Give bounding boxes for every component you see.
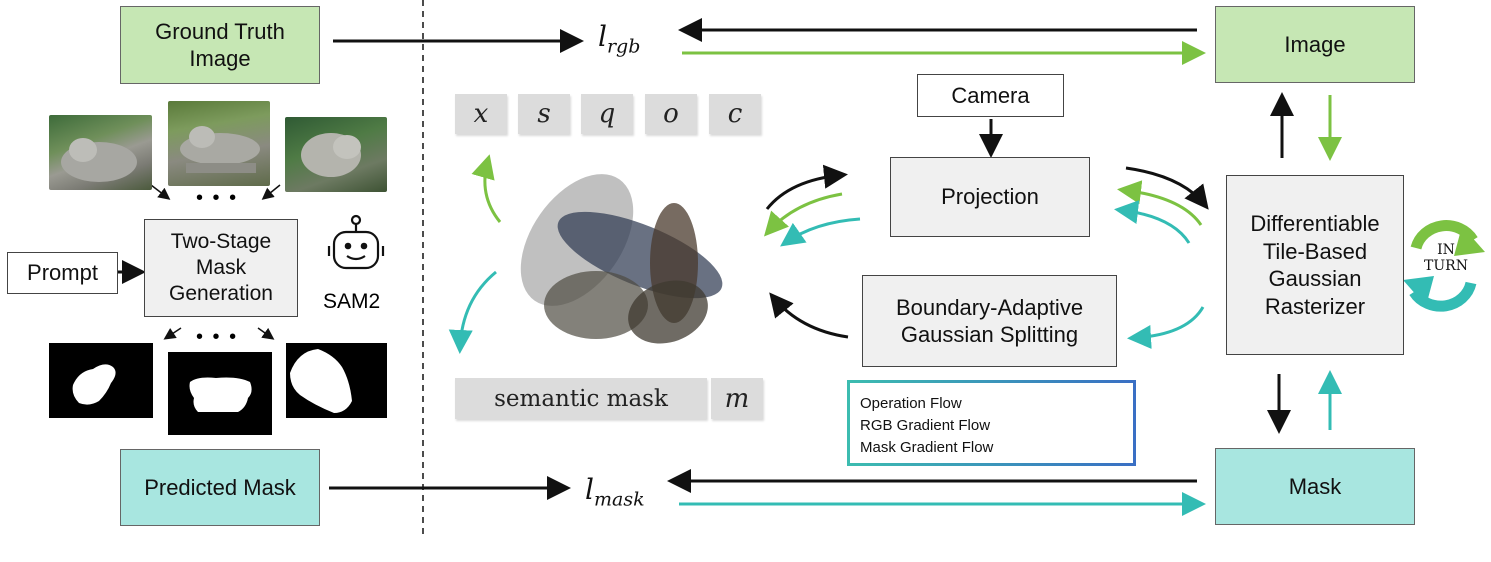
mask-image-2 (168, 352, 272, 435)
loss-rgb-base: l (598, 20, 607, 53)
legend-operation-label: Operation Flow (860, 395, 962, 412)
statue-photo-3 (285, 117, 387, 192)
projection-box: Projection (890, 157, 1090, 237)
rasterizer-box: Differentiable Tile-Based Gaussian Raste… (1226, 175, 1404, 355)
arrow-projection-to-raster (1125, 166, 1209, 210)
gaussian-ellipses (520, 174, 723, 344)
attribute-o: o (645, 94, 697, 134)
prompt-box: Prompt (7, 252, 118, 294)
arrow-projection-to-gaussians-green (763, 192, 843, 237)
mask-image-3 (286, 343, 387, 418)
legend-mask-label: Mask Gradient Flow (860, 439, 994, 456)
boundary-adaptive-splitting-box: Boundary-Adaptive Gaussian Splitting (862, 275, 1117, 367)
arrow-photo-right (261, 184, 281, 200)
loss-mask-label: lmask (585, 473, 645, 511)
turn-arrowhead-teal (1403, 276, 1434, 306)
loss-rgb-subscript: rgb (606, 35, 641, 58)
dots-bottom: • • • (196, 326, 239, 348)
arrow-projection-to-gaussians-teal (780, 217, 861, 247)
predicted-mask-box: Predicted Mask (120, 449, 320, 526)
arrow-gaussians-to-projection (765, 164, 848, 210)
robot-icon (327, 214, 385, 270)
arrow-photo-left (150, 184, 171, 200)
two-stage-mask-generation-box: Two-Stage Mask Generation (144, 219, 298, 317)
camera-box: Camera (917, 74, 1064, 117)
turn-label: IN TURN (1423, 242, 1469, 274)
arrow-raster-to-projection-teal (1114, 200, 1191, 244)
legend: Operation Flow RGB Gradient Flow Mask Gr… (847, 380, 1136, 466)
semantic-mask-label: semantic mask (455, 378, 707, 419)
arrow-splitting-to-gaussians (769, 292, 849, 339)
image-box: Image (1215, 6, 1415, 83)
arrow-mask-left (163, 327, 182, 340)
arrow-mask-right (257, 327, 275, 340)
arrow-gaussians-to-attributes (471, 154, 502, 223)
turn-arrowhead-green (1454, 226, 1485, 256)
statue-photo-1 (49, 115, 152, 190)
arrow-raster-to-splitting-teal (1127, 306, 1205, 349)
loss-mask-base: l (585, 473, 594, 506)
sam2-label: SAM2 (323, 290, 381, 313)
gt-image-box: Ground Truth Image (120, 6, 320, 84)
attribute-x: x (455, 94, 507, 134)
semantic-mask-symbol: m (711, 378, 763, 419)
mask-box: Mask (1215, 448, 1415, 525)
attribute-c: c (709, 94, 761, 134)
dots-top: • • • (196, 187, 239, 209)
turn-line-1: IN (1437, 242, 1455, 258)
loss-rgb-label: lrgb (598, 20, 640, 58)
arrow-gaussians-to-semantic (448, 270, 497, 354)
legend-rgb-label: RGB Gradient Flow (860, 417, 991, 434)
loss-mask-subscript: mask (593, 488, 645, 511)
arrow-raster-to-projection-green (1117, 180, 1203, 226)
attribute-q: q (581, 94, 633, 134)
statue-photo-2 (168, 101, 270, 186)
attribute-s: s (518, 94, 570, 134)
turn-line-2: TURN (1424, 258, 1468, 274)
mask-image-1 (49, 343, 153, 418)
